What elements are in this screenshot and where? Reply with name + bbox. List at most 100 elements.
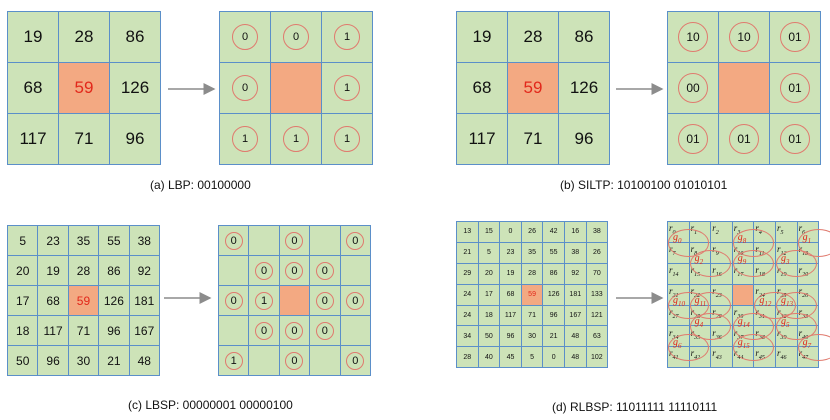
grid-cell: 17 [8, 286, 39, 316]
grid-cell: 63 [586, 326, 609, 348]
pixel-value: 167 [569, 312, 582, 319]
grid-cell: 0 [220, 63, 271, 114]
grid-cell: 86 [110, 12, 161, 63]
grid-cell: 96 [38, 346, 69, 376]
code-circle: 0 [315, 291, 334, 310]
pixel-value: 92 [571, 270, 580, 278]
grid-cell: 117 [8, 114, 59, 165]
grid-cell: 10 [719, 12, 770, 63]
grid-cell: 71 [521, 305, 544, 327]
grid-cell: 117 [500, 305, 522, 327]
pixel-value: 0 [551, 353, 556, 361]
g-region-circle [797, 333, 830, 362]
grid-cell: 121 [586, 305, 609, 327]
pixel-value: 19 [23, 27, 43, 46]
pixel-value: 126 [547, 291, 560, 299]
grid-cell: 1 [322, 12, 373, 63]
pixel-value: 50 [16, 353, 30, 368]
grid-cell: 5 [478, 242, 501, 264]
grid-cell: 48 [129, 346, 160, 376]
grid-cell: 01 [770, 12, 821, 63]
pixel-value: 48 [571, 353, 580, 361]
pixel-value: 17 [16, 293, 30, 308]
grid-cell: 167 [129, 316, 160, 346]
pixel-value: 30 [76, 353, 91, 368]
grid-cell: 181 [129, 286, 160, 316]
pixel-value: 86 [574, 27, 594, 46]
grid-cell: 01 [719, 114, 770, 165]
grid-cell: 55 [543, 242, 565, 264]
code-circle: 0 [224, 291, 243, 310]
pixel-value: 42 [549, 228, 558, 236]
grid-cell: 35 [521, 242, 544, 264]
grid-cell: 96 [99, 316, 130, 346]
grid-cell: 19 [38, 256, 69, 286]
grid-cell: 23 [500, 242, 522, 264]
pixel-value: 21 [107, 353, 121, 368]
grid-cell: 0 [249, 256, 280, 286]
grid-cell: 92 [129, 256, 160, 286]
code-circle: 0 [285, 351, 304, 370]
grid-cell: 01 [668, 114, 719, 165]
grid-cell: 48 [564, 347, 587, 369]
pixel-value: 117 [43, 323, 63, 338]
g-region-circle [732, 250, 774, 278]
pixel-value: 5 [530, 353, 535, 361]
grid-cell: 96 [559, 114, 610, 165]
pixel-value: 0 [508, 228, 513, 236]
grid-cell: 68 [457, 63, 508, 114]
pixel-value: 68 [506, 291, 515, 299]
grid-cell: 10 [668, 12, 719, 63]
pixel-value: 70 [592, 270, 601, 278]
pixel-value: 45 [506, 353, 515, 361]
grid-cell: 5 [521, 347, 544, 369]
code-circle: 0 [346, 231, 365, 250]
code-circle: 0 [232, 75, 258, 101]
caption-a: (a) LBP: 00100000 [150, 178, 251, 192]
grid-cell [775, 347, 798, 369]
grid-cell: 1 [322, 114, 373, 165]
grid-cell: 92 [564, 263, 587, 285]
pixel-value: 86 [549, 270, 558, 278]
g-region-circle [668, 333, 710, 362]
grid-cell: 0 [310, 256, 341, 286]
pixel-value: 28 [528, 270, 536, 278]
pixel-value: 86 [107, 263, 121, 278]
grid-cell: 71 [508, 114, 559, 165]
grid-cell: 0 [543, 347, 565, 369]
pixel-value: 15 [484, 228, 493, 236]
caption-d: (d) RLBSP: 11011111 11110111 [552, 400, 718, 414]
grid-cell: 50 [8, 346, 39, 376]
code-circle: 10 [678, 22, 708, 52]
grid-cell: 0 [310, 316, 341, 346]
pixel-value: 102 [591, 353, 603, 361]
pixel-value: 133 [591, 291, 603, 299]
caption-c: (c) LBSP: 00000001 00000100 [128, 398, 293, 412]
code-circle: 0 [315, 261, 334, 280]
code-circle: 0 [285, 261, 304, 280]
pixel-value: 21 [463, 249, 472, 257]
grid-cell: 40 [478, 347, 501, 369]
pixel-value: 96 [549, 312, 558, 319]
pixel-value: 48 [571, 332, 580, 340]
grid-cell: 26 [521, 222, 544, 243]
r-label: r5 [777, 223, 784, 236]
grid-cell [249, 226, 280, 256]
grid-cell: 133 [586, 284, 609, 306]
pixel-value: 23 [506, 249, 515, 257]
g-region-circle [776, 250, 818, 278]
code-circle: 1 [334, 75, 360, 101]
g-region-circle [689, 250, 731, 278]
grid-cell: 23 [38, 226, 69, 256]
grid-cell: 0 [219, 286, 250, 316]
grid-cell: 45 [500, 347, 522, 369]
grid-cell [711, 347, 733, 369]
r-label: r43 [712, 348, 722, 362]
r-label: r2 [712, 223, 719, 236]
grid-cell: 24 [457, 305, 479, 327]
pixel-value: 71 [76, 323, 91, 338]
code-circle: 0 [283, 24, 309, 50]
grid-cell: 0 [340, 346, 371, 376]
